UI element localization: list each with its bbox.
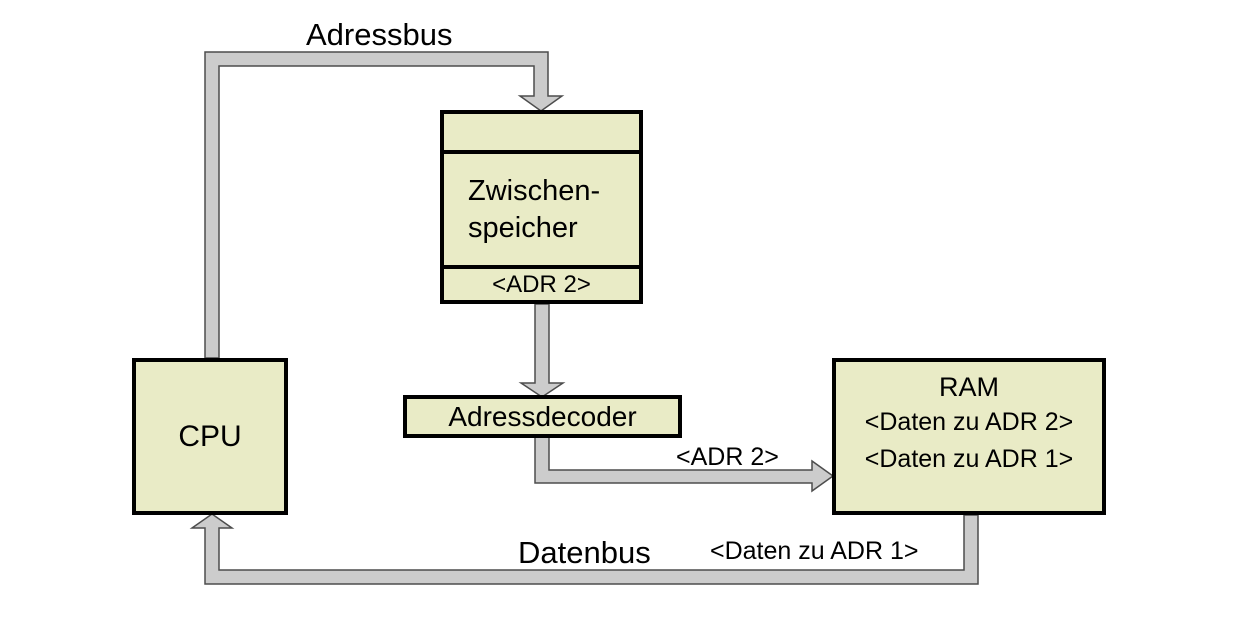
cpu-label: CPU	[178, 419, 242, 453]
buffer-empty-slot	[444, 114, 639, 150]
address-bus-pipe	[204, 51, 565, 359]
buffer-label: Zwischen- speicher	[444, 154, 639, 265]
decoder-to-ram-bus-label: <ADR 2>	[676, 443, 779, 471]
ram-content-line2: <Daten zu ADR 1>	[864, 445, 1074, 473]
buffer-box: Zwischen- speicher <ADR 2>	[440, 110, 643, 304]
decoder-to-ram-pipe	[534, 436, 835, 493]
decoder-box: Adressdecoder	[403, 395, 682, 438]
buffer-register-value: <ADR 2>	[492, 270, 591, 298]
buffer-divider-top	[444, 150, 639, 154]
data-bus-pipe	[189, 513, 979, 585]
ram-content-line1: <Daten zu ADR 2>	[864, 408, 1074, 436]
address-bus-label: Adressbus	[306, 17, 453, 52]
data-bus-label: Datenbus	[518, 535, 651, 570]
ram-to-cpu-bus-label: <Daten zu ADR 1>	[710, 537, 919, 565]
decoder-label: Adressdecoder	[448, 400, 637, 432]
ram-box: RAM <Daten zu ADR 2> <Daten zu ADR 1>	[832, 358, 1106, 515]
cpu-box: CPU	[132, 358, 288, 515]
buffer-to-decoder-arrow	[518, 303, 566, 398]
buffer-divider-bottom	[444, 265, 639, 269]
ram-label: RAM	[939, 372, 999, 402]
buffer-label-line2: speicher	[468, 211, 578, 244]
buffer-label-line1: Zwischen-	[468, 174, 601, 207]
